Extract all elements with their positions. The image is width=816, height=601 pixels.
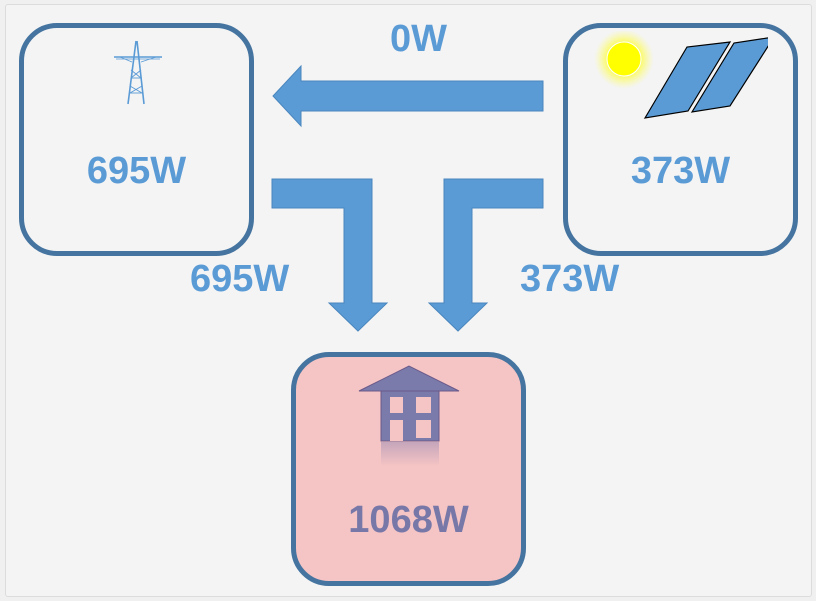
home-power-value: 1068W	[348, 499, 469, 541]
flow-label-solar-to-grid: 0W	[390, 18, 447, 60]
grid-power-value: 695W	[86, 150, 187, 192]
sun-icon	[606, 41, 642, 77]
home-node[interactable]: 1068W	[291, 352, 526, 586]
house-icon	[358, 365, 460, 466]
arrow-grid-to-home	[271, 178, 389, 332]
arrow-solar-to-grid	[272, 64, 544, 128]
flow-label-solar-to-home: 373W	[520, 258, 620, 300]
flow-label-grid-to-home: 695W	[190, 258, 290, 300]
solar-power-value: 373W	[630, 150, 731, 192]
solar-panel-icon	[594, 31, 768, 119]
power-tower-icon	[114, 40, 162, 105]
grid-node[interactable]: 695W	[19, 23, 254, 256]
solar-node[interactable]: 373W	[563, 23, 798, 256]
arrow-solar-to-home	[427, 178, 544, 332]
